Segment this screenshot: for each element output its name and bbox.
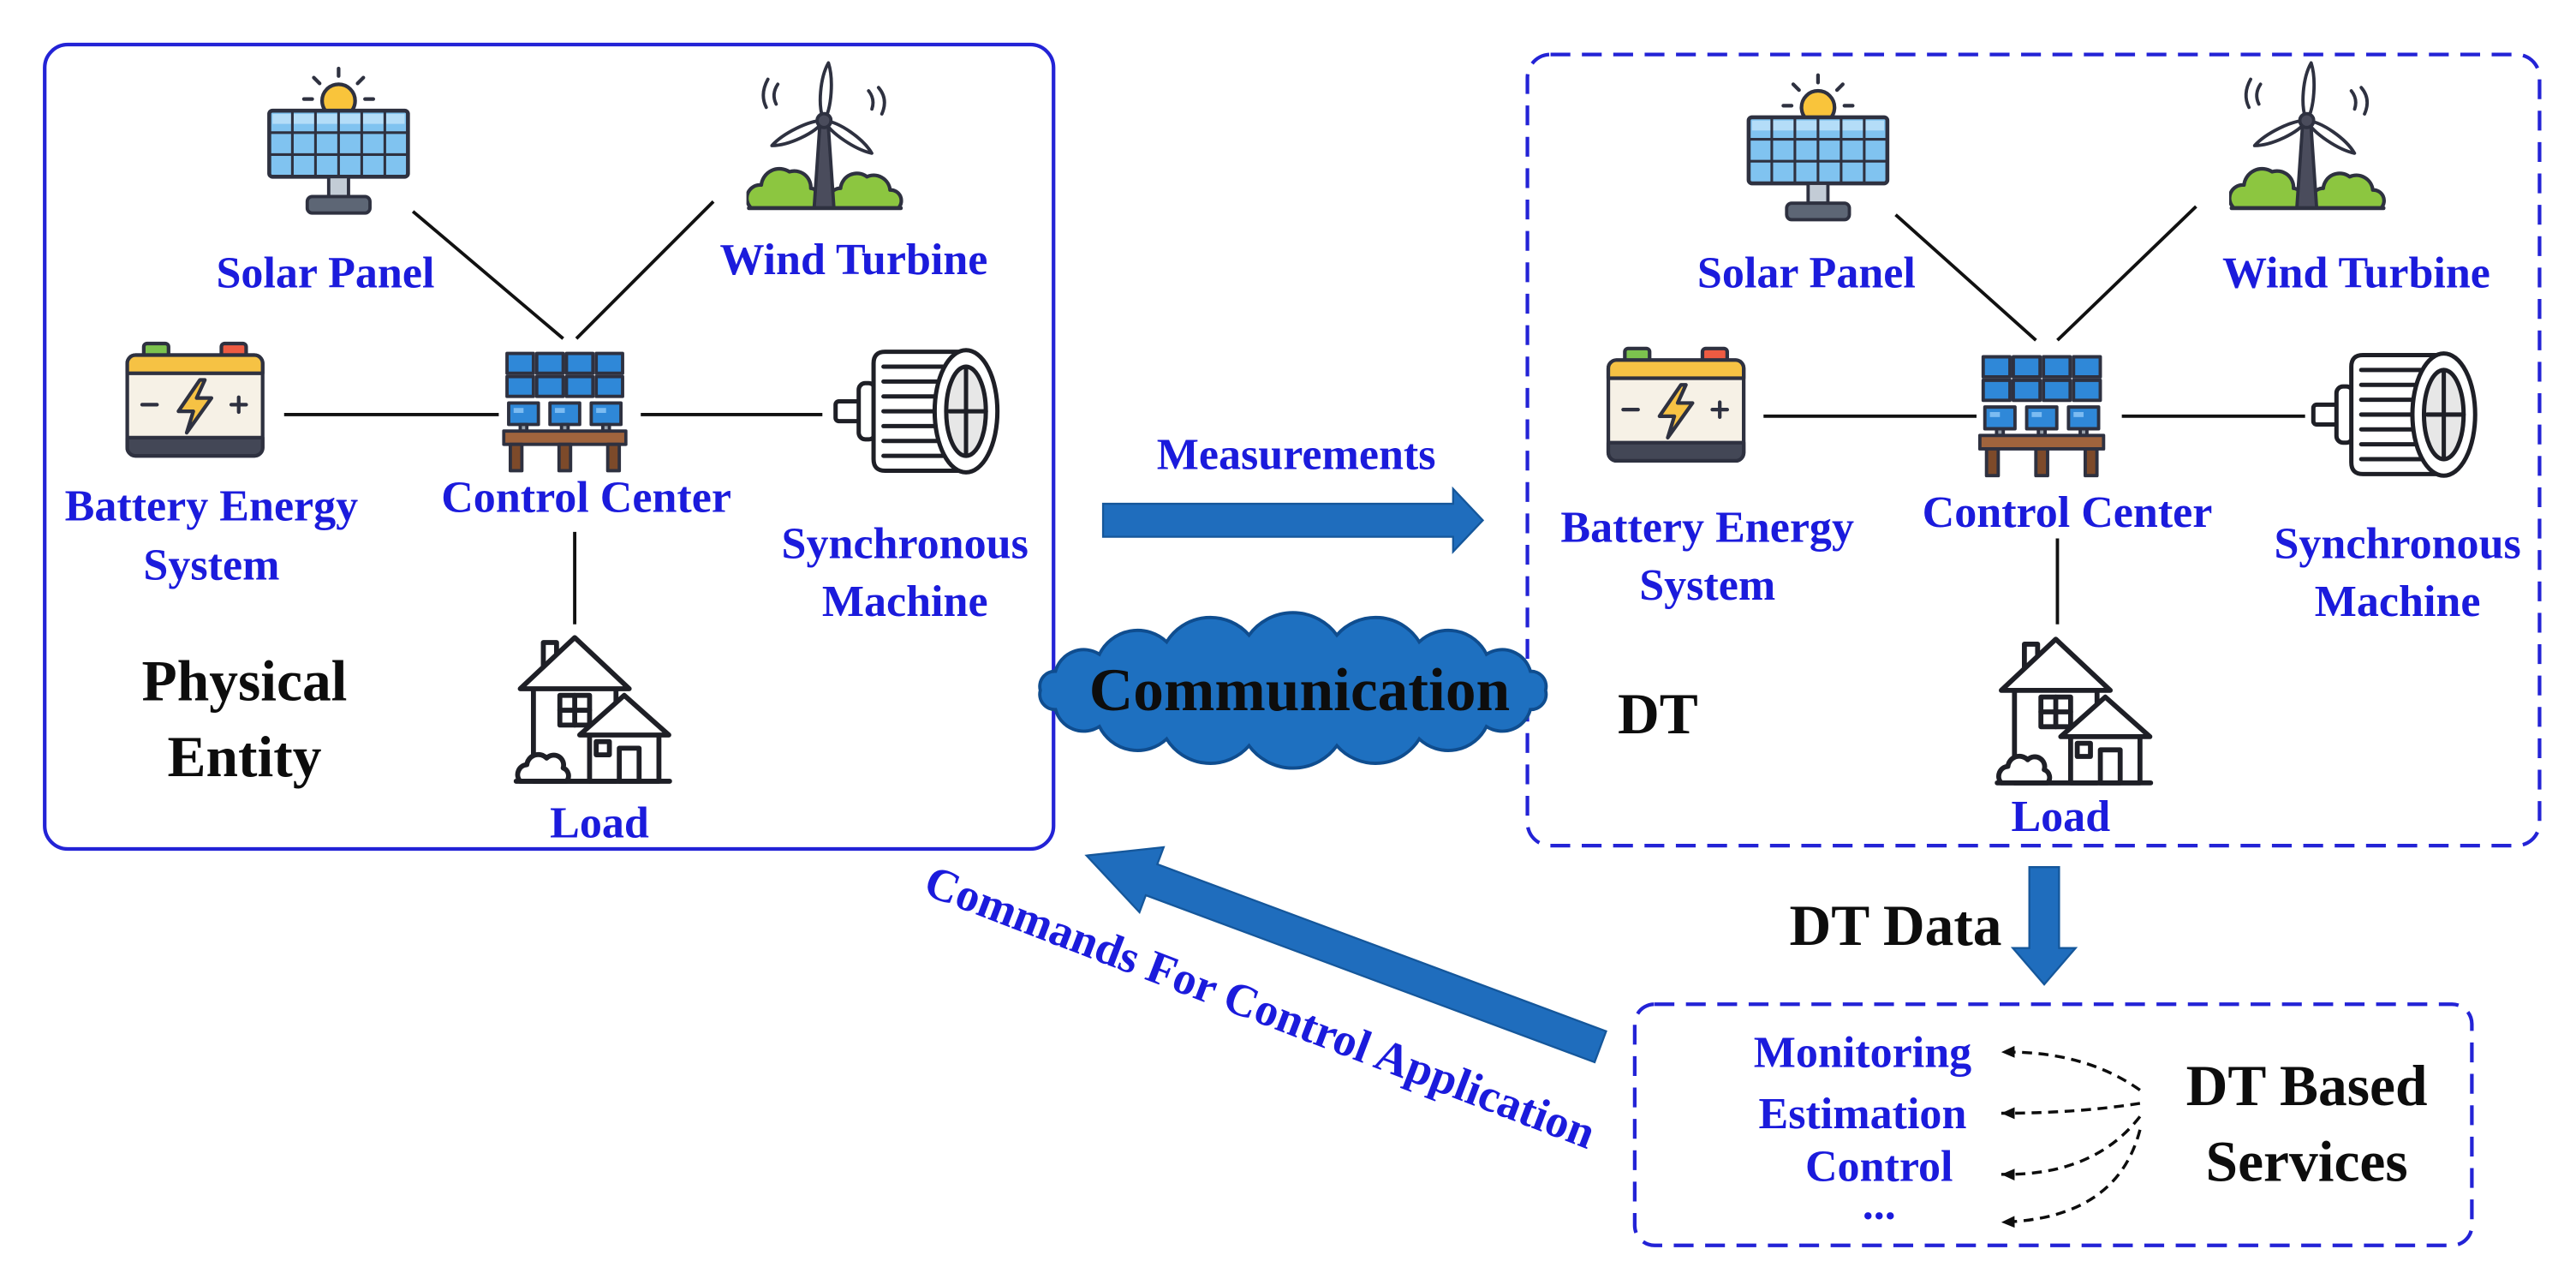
- dashed-arrow-estimation: [2001, 1102, 2141, 1120]
- dt-title: DT: [1618, 682, 1698, 746]
- load-label: Load: [2011, 792, 2110, 841]
- dt-data-link: DT Data: [1789, 866, 2078, 986]
- dt-services-panel: Monitoring Estimation Control ... DT Bas…: [1632, 1002, 2474, 1247]
- synchronous-machine-icon: [836, 350, 998, 473]
- load-label: Load: [550, 799, 649, 848]
- commands-link: Commands For Control Application: [918, 846, 1607, 1159]
- connector-line: [2056, 205, 2197, 342]
- connector-line: [1894, 213, 2037, 342]
- service-item-control: Control: [1805, 1143, 1953, 1192]
- control-center-icon: [1977, 355, 2106, 478]
- measurements-label: Measurements: [1157, 431, 1436, 480]
- communication-link: Communication: [1038, 611, 1548, 770]
- battery-label-line1: Battery Energy: [65, 481, 359, 530]
- dt-data-label: DT Data: [1789, 894, 2001, 958]
- dashed-arrow-control: [2001, 1115, 2142, 1181]
- dt-connectors: [1763, 205, 2305, 625]
- dashed-arrow-more: [2001, 1129, 2142, 1228]
- control-center-icon: [502, 351, 628, 473]
- battery-label-line2: System: [143, 541, 279, 590]
- dt-services-title-line2: Services: [2206, 1130, 2408, 1194]
- commands-arrow: [1084, 846, 1607, 1064]
- solar-panel-icon: [269, 69, 408, 213]
- service-item-monitoring: Monitoring: [1754, 1029, 1971, 1078]
- service-item-estimation: Estimation: [1758, 1090, 1966, 1139]
- wind-turbine-icon: [2229, 63, 2383, 208]
- service-item-more: ...: [1863, 1180, 1896, 1229]
- dt-services-title-line1: DT Based: [2186, 1054, 2428, 1118]
- physical-entity-title-line2: Entity: [168, 725, 322, 789]
- synchronous-machine-label-line2: Machine: [2315, 577, 2481, 626]
- digital-twin-panel: Solar Panel Wind Turbine Battery Energy …: [1525, 52, 2542, 848]
- wind-turbine-icon: [747, 63, 901, 208]
- battery-icon: [1608, 349, 1744, 461]
- battery-label-line2: System: [1639, 561, 1775, 610]
- measurements-arrow: [1101, 486, 1485, 554]
- house-icon: [1997, 639, 2150, 783]
- synchronous-machine-label-line1: Synchronous: [2274, 520, 2520, 569]
- communication-cloud: [1038, 611, 1548, 770]
- house-icon: [516, 637, 670, 781]
- physical-connectors: [283, 200, 823, 625]
- control-center-label: Control Center: [1923, 488, 2213, 537]
- physical-entity-panel: Solar Panel Wind Turbine Battery Energy …: [43, 42, 1056, 852]
- communication-label: Communication: [1089, 656, 1510, 724]
- solar-panel-label: Solar Panel: [216, 248, 434, 297]
- wind-turbine-label: Wind Turbine: [2222, 248, 2490, 297]
- connector-line: [411, 210, 564, 340]
- physical-entity-title-line1: Physical: [142, 648, 348, 713]
- connector-line: [575, 200, 715, 340]
- battery-icon: [128, 344, 263, 456]
- synchronous-machine-icon: [2313, 354, 2475, 476]
- digital-twin-border: [1525, 52, 2542, 848]
- solar-panel-label: Solar Panel: [1697, 248, 1916, 297]
- synchronous-machine-label-line1: Synchronous: [782, 520, 1029, 569]
- dashed-arrow-monitoring: [2001, 1045, 2141, 1091]
- synchronous-machine-label-line2: Machine: [822, 577, 988, 626]
- dt-services-border: [1632, 1002, 2474, 1247]
- measurements-link: Measurements: [1101, 431, 1485, 554]
- control-center-label: Control Center: [441, 474, 731, 523]
- dt-data-arrow: [2010, 866, 2078, 986]
- battery-label-line1: Battery Energy: [1560, 503, 1854, 552]
- physical-entity-border: [43, 42, 1056, 852]
- solar-panel-icon: [1749, 75, 1887, 220]
- wind-turbine-label: Wind Turbine: [719, 236, 987, 284]
